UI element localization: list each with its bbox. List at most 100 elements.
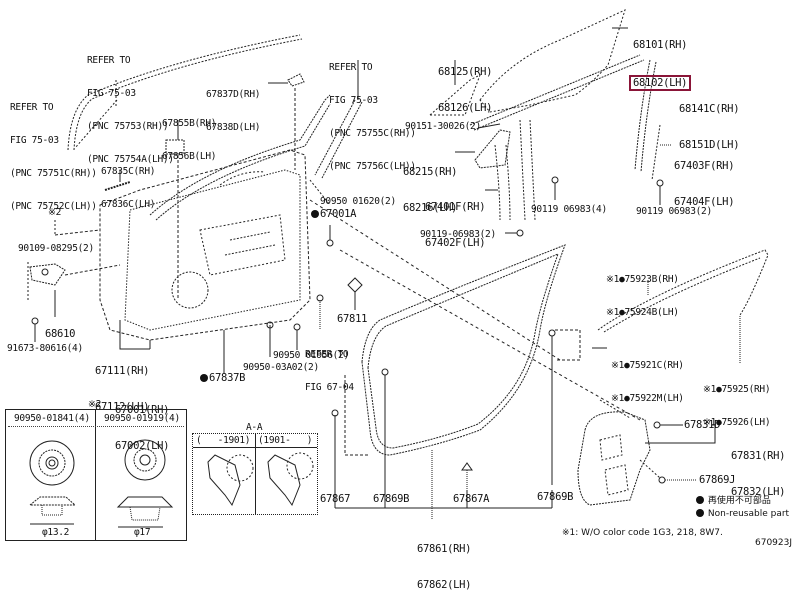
part-number[interactable]: 67002(LH) [115,440,170,452]
part-number[interactable]: ※1●75926(LH) [703,417,771,428]
part-number[interactable]: 68215(RH) [403,166,458,178]
part-number[interactable]: 68101(RH) [633,39,688,51]
part-callout-67831[interactable]: 67831(RH) 67832(LH) [731,426,786,510]
refer-line: (PNC 75756C(LH)) [329,161,416,172]
table-divider [95,410,96,540]
part-callout-91673[interactable]: 91673-80616(4) [7,343,83,354]
mark-2-table: ※2 [88,399,102,410]
legend-item-jp: 再使用不可部品 [696,495,789,508]
part-callout-67855b[interactable]: 67855B(RH) 67856B(LH) [162,96,217,173]
part-number[interactable]: ※1●75923B(RH) [606,274,679,285]
part-number[interactable]: ※1●75924B(LH) [606,307,679,318]
legend-text: 再使用不可部品 [707,496,771,506]
part-callout-75921c[interactable]: ※1●75921C(RH) ※1●75922M(LH) [611,338,684,415]
part-number[interactable]: 67838D(LH) [206,122,261,133]
part-number[interactable]: 67837B [209,372,246,384]
refer-line: REFER TO [305,349,349,360]
part-callout-90119-4[interactable]: 90119 06983(4) [531,204,607,215]
part-callout-90950-03a02[interactable]: 90950-03A02(2) [243,362,319,373]
part-callout-75923b[interactable]: ※1●75923B(RH) ※1●75924B(LH) [606,252,679,329]
section-col-2: (1901- ) [258,435,313,446]
part-callout-67001a[interactable]: 67001A [311,208,356,220]
part-callout-67403f[interactable]: 67403F(RH) 67404F(LH) [674,136,735,220]
part-callout-67837d[interactable]: 67837D(RH) 67838D(LH) [206,67,261,144]
legend-text: Non-reusable part [707,509,790,519]
refer-line: REFER TO [87,55,131,66]
part-number[interactable]: 68126(LH) [438,102,493,114]
part-number[interactable]: 68151D(LH) [679,139,740,151]
part-number[interactable]: 67862(LH) [417,579,472,591]
part-callout-68141c[interactable]: 68141C(RH) 68151D(LH) [679,79,740,163]
refer-line: (PNC 75753(RH)) [87,121,169,132]
part-callout-67869j[interactable]: 67869J [699,474,736,486]
refer-line: (PNC 75752C(LH)) [10,201,97,212]
part-number[interactable]: 67837D(RH) [206,89,261,100]
clip-table: 90950-01841(4) 90950-01919(4) φ13.2 φ17 [5,409,187,541]
refer-line: (PNC 75755C(RH)) [329,128,416,139]
refer-line: (PNC 75754A(LH)) [87,154,174,165]
part-callout-67111[interactable]: 67111(RH) 67112(LH) [95,341,150,425]
legend: 再使用不可部品 Non-reusable part [696,495,789,521]
part-number[interactable]: 67001A [320,208,357,220]
part-number[interactable]: 67832(LH) [731,486,786,498]
part-callout-68101[interactable]: 68101(RH) 68102(LH) [629,15,692,103]
roof-moulding-strip [67,34,301,151]
part-number[interactable]: 67402F(LH) [425,237,486,249]
section-header-rule [193,447,317,448]
refer-line: FIG 67-04 [305,382,354,393]
part-callout-67401f[interactable]: 67401F(RH) 67402F(LH) [425,177,486,261]
part-callout-90119-2b[interactable]: 90119-06983(2) [420,229,496,240]
part-callout-68610[interactable]: 68610 [45,328,76,340]
part-number[interactable]: 68125(RH) [438,66,493,78]
part-number[interactable]: 67855B(RH) [162,118,217,129]
part-callout-68125[interactable]: 68125(RH) 68126(LH) [438,42,493,126]
part-number[interactable]: 67404F(LH) [674,196,735,208]
part-number[interactable]: 67111(RH) [95,365,150,377]
non-reusable-dot-icon [696,509,704,517]
clip-dimension-1: φ13.2 [42,527,70,538]
refer-line: REFER TO [329,62,373,73]
part-number[interactable]: 67112(LH) [95,401,150,413]
part-callout-67869b-right[interactable]: 67869B [537,491,574,503]
part-callout-67837b[interactable]: 67837B [200,372,245,384]
part-number[interactable]: 67001(RH) [115,404,170,416]
part-callout-67811[interactable]: 67811 [337,313,368,325]
refer-note-6704: REFER TO FIG 67-04 [305,327,354,404]
part-callout-67869b-left[interactable]: 67869B [373,493,410,505]
part-callout-90151[interactable]: 90151-30026(2) [405,121,481,132]
part-number[interactable]: 67836C(LH) [101,199,156,210]
part-number[interactable]: 67403F(RH) [674,160,735,172]
part-number[interactable]: ※1●75925(RH) [703,384,771,395]
part-number[interactable]: 68216(LH) [403,202,458,214]
highlighted-part-number[interactable]: 68102(LH) [629,75,692,91]
part-callout-67831d[interactable]: 67831D [684,419,721,431]
clip-part-2[interactable]: 90950-01919(4) [104,413,180,424]
table-header-rule [8,426,184,427]
part-callout-75925[interactable]: ※1●75925(RH) ※1●75926(LH) [703,362,771,439]
section-aa-title: A-A [246,422,263,433]
part-number[interactable]: 67831(RH) [731,450,786,462]
part-callout-90950-01956[interactable]: 90950 01956(2) [273,350,349,361]
clip-dimension-2: φ17 [134,527,151,538]
part-callout-90950-01620[interactable]: 90950 01620(2) [320,196,396,207]
door-sash [149,94,331,216]
part-number[interactable]: 67856B(LH) [162,151,217,162]
clip-part-1[interactable]: 90950-01841(4) [14,413,90,424]
part-number[interactable]: 67835C(RH) [101,166,156,177]
part-callout-67867[interactable]: 67867 [320,493,351,505]
rear-moulding [597,249,769,333]
part-callout-90119-2a[interactable]: 90119 06983(2) [636,206,712,217]
part-number[interactable]: ※1●75922M(LH) [611,393,684,404]
refer-line: REFER TO [10,102,54,113]
part-number[interactable]: ※1●75921C(RH) [611,360,684,371]
part-callout-68215[interactable]: 68215(RH) 68216(LH) [403,142,458,226]
part-callout-67861[interactable]: 67861(RH) 67862(LH) [417,519,472,603]
part-callout-90109[interactable]: 90109-08295(2) [18,243,94,254]
part-number[interactable]: 67861(RH) [417,543,472,555]
legend-item-en: Non-reusable part [696,508,789,521]
part-number[interactable]: 67401F(RH) [425,201,486,213]
part-number[interactable]: 68141C(RH) [679,103,740,115]
part-callout-67001[interactable]: 67001(RH) 67002(LH) [115,380,170,464]
part-callout-67867a[interactable]: 67867A [453,493,490,505]
part-callout-67835c[interactable]: 67835C(RH) 67836C(LH) [101,144,156,221]
